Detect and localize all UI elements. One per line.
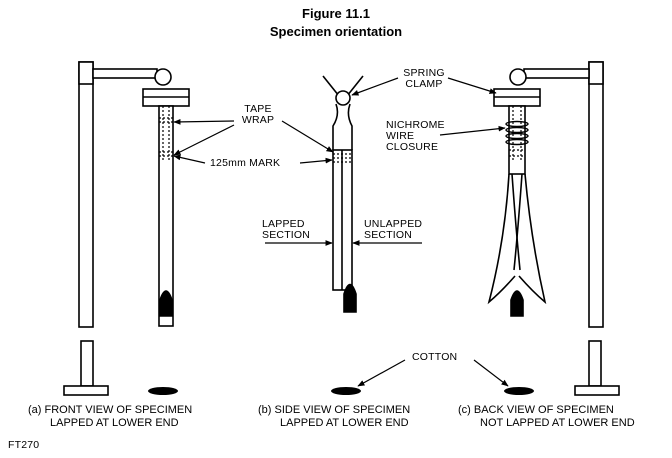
side-view-specimen	[322, 75, 364, 313]
tape-wrap-label-line1: TAPE	[244, 103, 272, 115]
caption-back-view-line2: NOT LAPPED AT LOWER END	[480, 417, 635, 429]
back-view-stand	[493, 61, 620, 396]
back-view-tape-marks	[509, 106, 525, 160]
cotton-label: COTTON	[412, 351, 458, 363]
caption-front-view-line1: (a) FRONT VIEW OF SPECIMEN	[28, 404, 193, 416]
lapped-section-label-line1: LAPPED	[262, 218, 305, 230]
leader-lines	[173, 77, 509, 387]
back-view-specimen	[487, 105, 547, 317]
lapped-section-label: LAPPED SECTION	[262, 219, 310, 241]
nichrome-label-line3: CLOSURE	[386, 141, 439, 153]
nichrome-label-line2: WIRE	[386, 130, 415, 142]
nichrome-label: NICHROME WIRE CLOSURE	[386, 120, 445, 153]
lapped-section-label-line2: SECTION	[262, 229, 311, 241]
side-view-cotton	[331, 387, 361, 395]
caption-side-view: (b) SIDE VIEW OF SPECIMEN LAPPED AT LOWE…	[258, 404, 410, 430]
mark-125mm-label: 125mm MARK	[210, 157, 281, 169]
caption-back-view-line1: (c) BACK VIEW OF SPECIMEN	[458, 404, 614, 416]
back-view-cotton	[504, 387, 534, 395]
tape-wrap-label-line2: WRAP	[241, 114, 275, 126]
unlapped-section-label: UNLAPPED SECTION	[364, 219, 422, 241]
unlapped-section-label-line2: SECTION	[364, 229, 413, 241]
spring-clamp-label: SPRING CLAMP	[396, 68, 452, 90]
front-view-specimen	[158, 105, 174, 327]
spring-clamp-label-line1: SPRING	[403, 67, 445, 79]
unlapped-section-label-line1: UNLAPPED	[364, 218, 423, 230]
figure-title: Figure 11.1	[302, 6, 370, 21]
caption-front-view: (a) FRONT VIEW OF SPECIMEN LAPPED AT LOW…	[28, 404, 192, 430]
spring-clamp-label-line2: CLAMP	[405, 78, 443, 90]
nichrome-label-line1: NICHROME	[386, 119, 445, 131]
caption-side-view-line2: LAPPED AT LOWER END	[280, 417, 409, 429]
tape-wrap-label: TAPE WRAP	[230, 104, 286, 126]
figure-subtitle: Specimen orientation	[269, 24, 403, 39]
caption-front-view-line2: LAPPED AT LOWER END	[50, 417, 179, 429]
caption-back-view: (c) BACK VIEW OF SPECIMEN NOT LAPPED AT …	[458, 404, 635, 430]
figure-code: FT270	[8, 439, 40, 451]
side-view-tape-marks	[333, 153, 352, 163]
front-view-tape-marks	[159, 106, 173, 160]
nichrome-wire-coil	[505, 120, 529, 146]
caption-side-view-line1: (b) SIDE VIEW OF SPECIMEN	[258, 404, 411, 416]
front-view-cotton	[148, 387, 178, 395]
